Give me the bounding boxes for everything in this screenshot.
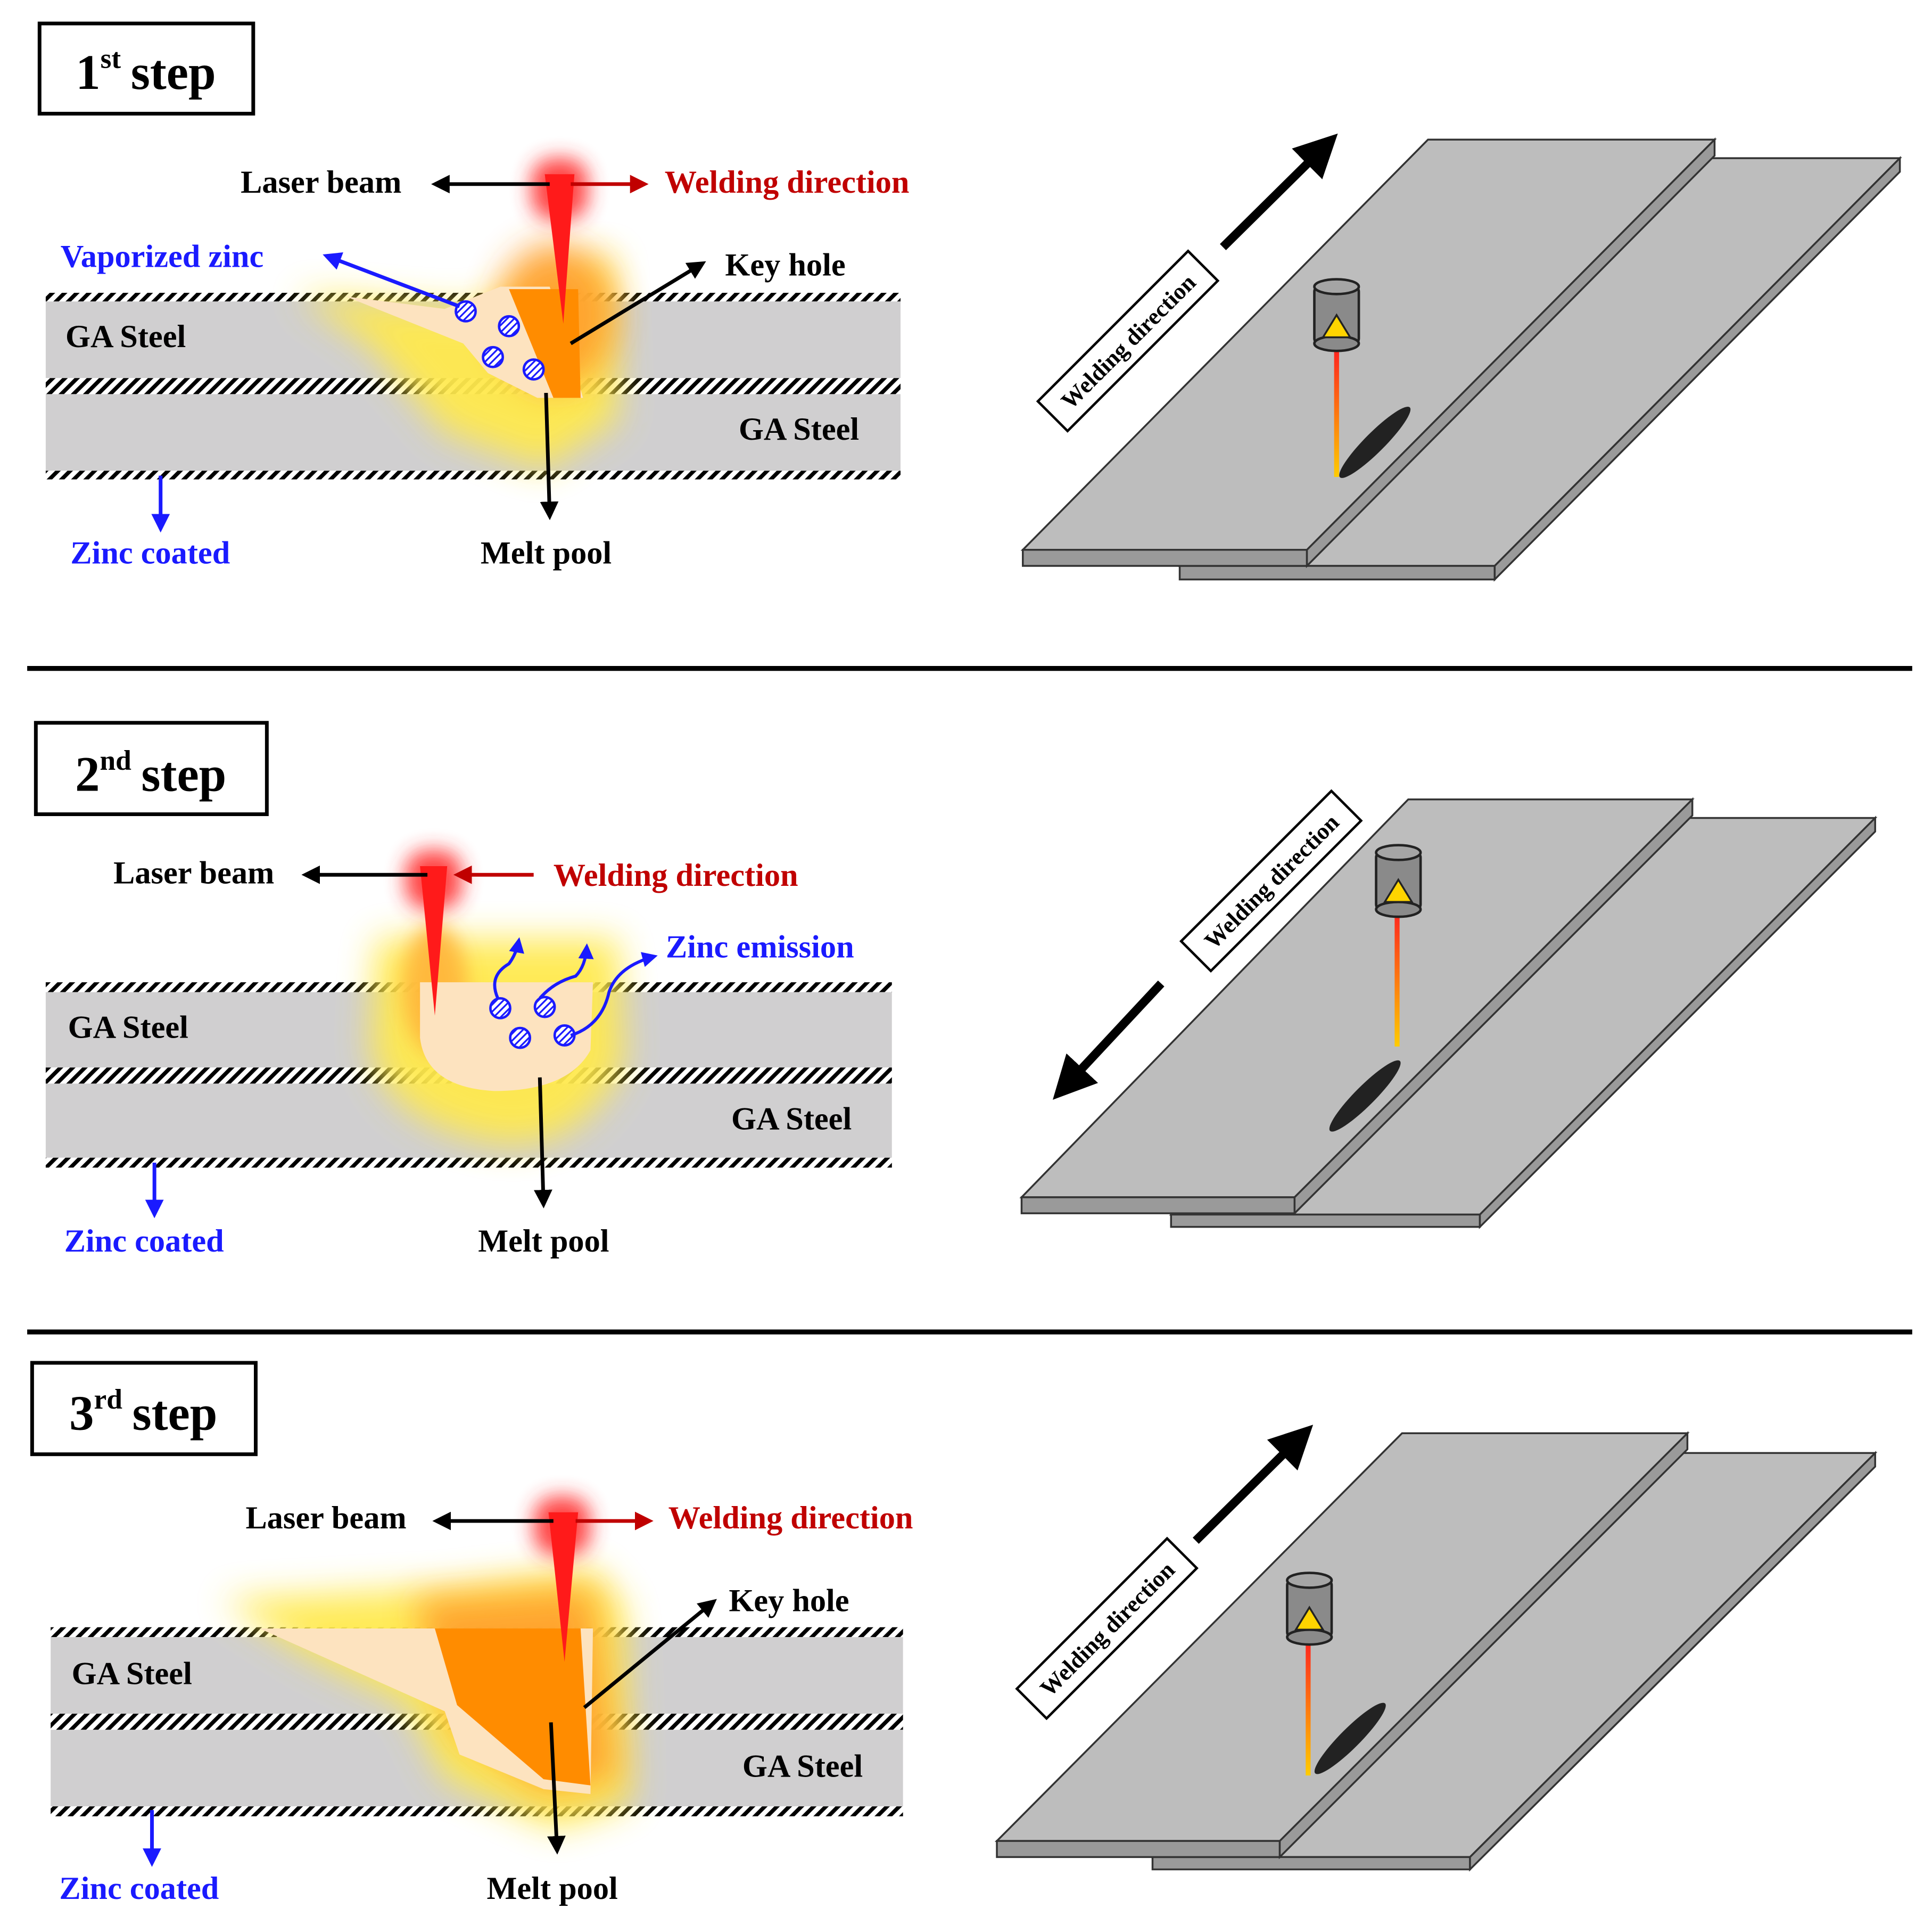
step-2-upper-plate-edge-front [1020,1196,1296,1214]
step-1-laser-ray [1334,347,1339,477]
step-3-upper-plate-edge-front [996,1840,1281,1858]
step-1-laser-warning-icon [1321,313,1352,339]
step-1-laser-beam-label: Laser beam [241,164,401,200]
step-1-zinc-coated-label: Zinc coated [70,535,230,571]
step-2-laser-warning-icon [1383,878,1414,903]
step-3-laser-head [1286,1572,1333,1646]
step-3-laser-beam-label: Laser beam [245,1500,406,1536]
step-2-lower-plate-edge-side [1479,816,1876,1229]
step-3-melt-pool-arrow [547,1722,566,1855]
step-3-laser-warning-icon [1294,1606,1325,1631]
step-1-top-steel-label: GA Steel [65,319,186,355]
step-3-laser-ray [1306,1637,1311,1776]
step-1-plates-direction-arrow [1220,133,1338,250]
step-3-key-hole-label: Key hole [729,1583,849,1618]
step-3-weld-seam [1314,1702,1386,1774]
step-1-bottom-steel-label: GA Steel [739,412,859,447]
step-3-zinc-coated-label: Zinc coated [59,1871,219,1906]
step-2-top-steel-label: GA Steel [68,1010,188,1046]
step-1-melt-pool-arrow [540,392,559,521]
step-3-welding-direction-label: Welding direction [668,1500,913,1536]
step-2-laser-ray [1394,908,1400,1047]
step-1-upper-plate-edge-side [1306,137,1716,569]
step-2-plates-illustration: Welding direction [1019,789,1878,1229]
step-3-title-box [30,1361,258,1457]
step-3-plates-direction-arrow [1192,1425,1314,1544]
step-1-key-hole-label: Key hole [725,248,845,283]
step-2-plates-direction-arrow [1052,980,1165,1100]
step-3-key-hole-arrow [583,1599,717,1709]
step-1-zinc-bubbles [455,300,545,381]
step-1-plates-illustration: Welding direction [1020,133,1902,582]
step-1-laser-beam [531,158,588,324]
step-2-laser-beam [405,850,463,1016]
step-1-key-hole-arrow [569,261,706,345]
step-2-zinc-emission-arrows [493,937,658,1037]
step-3-lower-plate-edge-front [1151,1856,1471,1871]
step-2-lower-plate-edge-front [1170,1213,1481,1228]
step-3-upper-plate-edge-side [1278,1431,1689,1860]
step-2-melt-pool-arrow [534,1077,552,1208]
step-1-upper-plate-edge-front [1022,549,1308,567]
step-1-zinc-layer-bottom [45,471,901,480]
step-2-welding-direction-label: Welding direction [554,858,798,893]
step-3-laser-beam [533,1496,591,1662]
step-1-weld-seam [1339,406,1411,478]
step-3-lower-plate-edge-side [1469,1451,1876,1872]
step-3-melt-pool-label: Melt pool [486,1871,617,1906]
step-1-title-box [37,21,255,116]
step-1-vaporized-zinc-label: Vaporized zinc [61,238,263,274]
step-1-vaporized-zinc-arrow [323,252,460,308]
step-2-zinc-emission-label: Zinc emission [666,929,854,965]
step-2-laser-beam-label: Laser beam [113,855,274,891]
step-3-plates-illustration: Welding direction [994,1425,1878,1872]
step-3-top-steel-label: GA Steel [72,1656,192,1691]
step-1-melt-pool-label: Melt pool [481,535,612,571]
step-1-plates-direction-box [1036,249,1220,433]
step-3-zinc-layer-bottom [51,1806,903,1816]
step-3-plates-direction-box [1015,1536,1199,1721]
step-2-upper-plate-edge-side [1293,797,1694,1216]
step-1-lower-plate-edge-side [1493,155,1901,582]
step-1-lower-plate-edge-front [1178,565,1496,581]
step-2-zinc-bubbles [489,996,576,1049]
step-3-bottom-steel-label: GA Steel [742,1748,863,1784]
step-1-zinc-layer-top [45,293,901,302]
step-2-title-box [34,721,269,816]
step-2-zinc-coated-label: Zinc coated [64,1223,224,1259]
step-2-laser-head [1375,844,1422,918]
step-2-melt-pool-label: Melt pool [478,1223,609,1259]
step-1-laser-head [1313,278,1360,352]
step-2-zinc-layer-bottom [45,1157,892,1168]
step-1-welding-direction-label: Welding direction [665,164,910,200]
step-2-plates-direction-box [1179,789,1363,973]
step-2-bottom-steel-label: GA Steel [731,1101,852,1137]
step-2-weld-seam [1329,1060,1401,1132]
